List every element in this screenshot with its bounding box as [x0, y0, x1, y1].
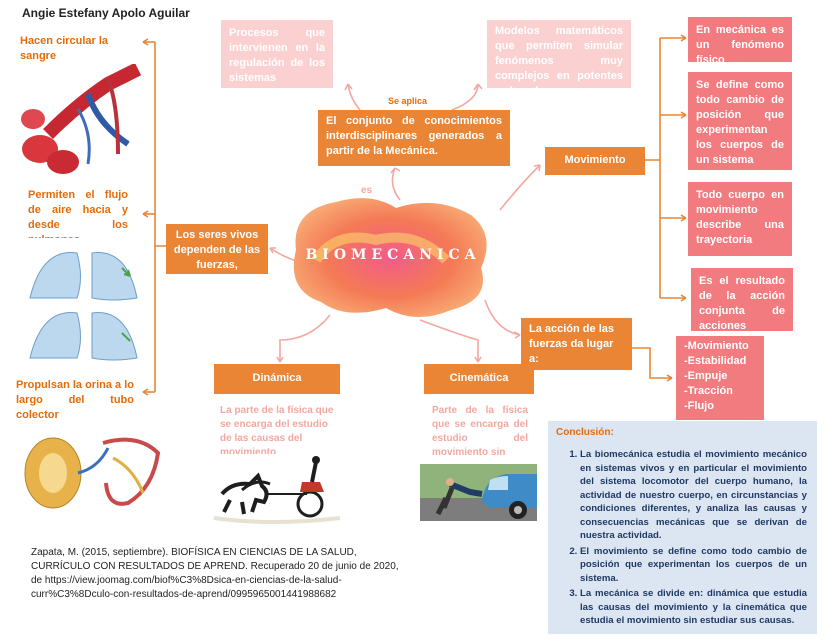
cinematica-text: Parte de la física que se encarga del es…: [432, 404, 528, 460]
biomecanica-title-strip: BIOMECANICA: [302, 240, 484, 270]
cinematica-box: Cinemática: [424, 364, 534, 394]
movimiento-box: Movimiento: [545, 147, 645, 175]
procesos-box: Procesos que intervienen en la regulació…: [221, 20, 333, 88]
movimiento-def-3: Todo cuerpo en movimiento describe una t…: [688, 182, 792, 256]
kidney-diagram-image: [18, 428, 168, 514]
movimiento-def-1: En mecánica es un fenómeno físico: [688, 17, 792, 62]
conclusion-item: La mecánica se divide en: dinámica que e…: [580, 587, 807, 628]
fuerzas-item: -Estabilidad: [684, 354, 756, 369]
fuerzas-item: -Flujo: [684, 399, 756, 414]
movimiento-def-2: Se define como todo cambio de posición q…: [688, 72, 792, 170]
dinamica-box: Dinámica: [214, 364, 340, 394]
se-aplica-label: Se aplica: [388, 94, 427, 109]
reference-text: Zapata, M. (2015, septiembre). BIOFÍSICA…: [31, 546, 403, 602]
author-name: Angie Estefany Apolo Aguilar: [22, 6, 190, 20]
conclusion-panel: Conclusión: La biomecánica estudia el mo…: [548, 421, 817, 634]
pushing-car-image: [420, 464, 537, 521]
conclusion-list: La biomecánica estudia el movimiento mec…: [556, 448, 807, 628]
fuerzas-item: -Movimiento: [684, 339, 756, 354]
biomecanica-title: BIOMECANICA: [305, 247, 480, 263]
movimiento-def-4: Es el resultado de la acción conjunta de…: [691, 268, 793, 331]
conclusion-item: El movimiento se define como todo cambio…: [580, 545, 807, 586]
heart-vessels-image: [18, 64, 143, 176]
modelos-box: Modelos matemáticos que permiten simular…: [487, 20, 631, 88]
conclusion-item: La biomecánica estudia el movimiento mec…: [580, 448, 807, 543]
fuerzas-item: -Empuje: [684, 369, 756, 384]
dinamica-text: La parte de la física que se encarga del…: [220, 404, 342, 460]
fuerzas-box: La acción de las fuerzas da lugar a:: [521, 318, 632, 370]
lungs-diagram-image: [22, 238, 147, 366]
definition-box: El conjunto de conocimientos interdiscip…: [318, 110, 510, 166]
seres-vivos-box: Los seres vivos dependen de las fuerzas,…: [166, 224, 268, 274]
conclusion-title: Conclusión:: [556, 427, 807, 438]
chariot-image: [212, 454, 342, 526]
example-blood: Hacen circular la sangre: [20, 34, 130, 64]
fuerzas-list: -Movimiento -Estabilidad -Empuje -Tracci…: [676, 336, 764, 420]
example-urine: Propulsan la orina a lo largo del tubo c…: [16, 378, 134, 423]
fuerzas-item: -Tracción: [684, 384, 756, 399]
